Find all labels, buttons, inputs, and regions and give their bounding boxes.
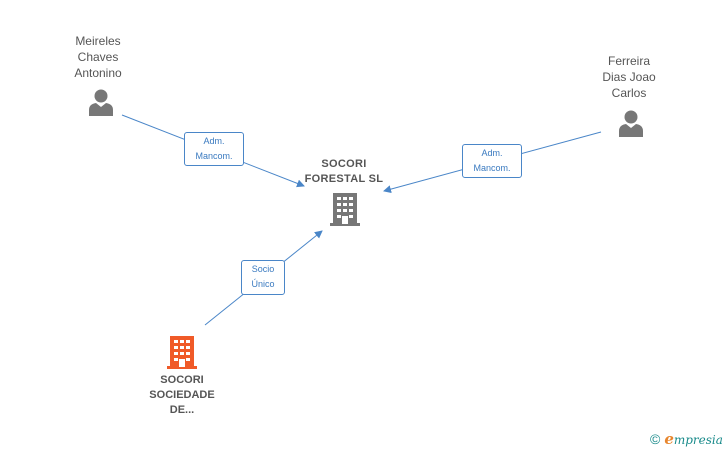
person-name-right[interactable]: Ferreira Dias Joao Carlos (602, 54, 656, 100)
company-name-bottom[interactable]: SOCORI SOCIEDADE DE... (149, 374, 215, 416)
edge-label-right[interactable]: Adm. Mancom. (462, 144, 522, 178)
copyright-icon: © (650, 431, 661, 447)
person-name-left[interactable]: Meireles Chaves Antonino (74, 34, 122, 80)
company-name-center[interactable]: SOCORI FORESTAL SL (304, 158, 384, 185)
edge-label-bottom[interactable]: Socio Único (241, 260, 285, 295)
building-icon[interactable] (330, 192, 360, 226)
person-icon[interactable] (617, 109, 645, 137)
building-icon[interactable] (167, 335, 197, 369)
edge-label-left[interactable]: Adm. Mancom. (184, 132, 244, 166)
brand-logo[interactable]: empresia (664, 430, 723, 448)
brand-footer: © empresia (650, 430, 723, 448)
person-icon[interactable] (87, 88, 115, 116)
